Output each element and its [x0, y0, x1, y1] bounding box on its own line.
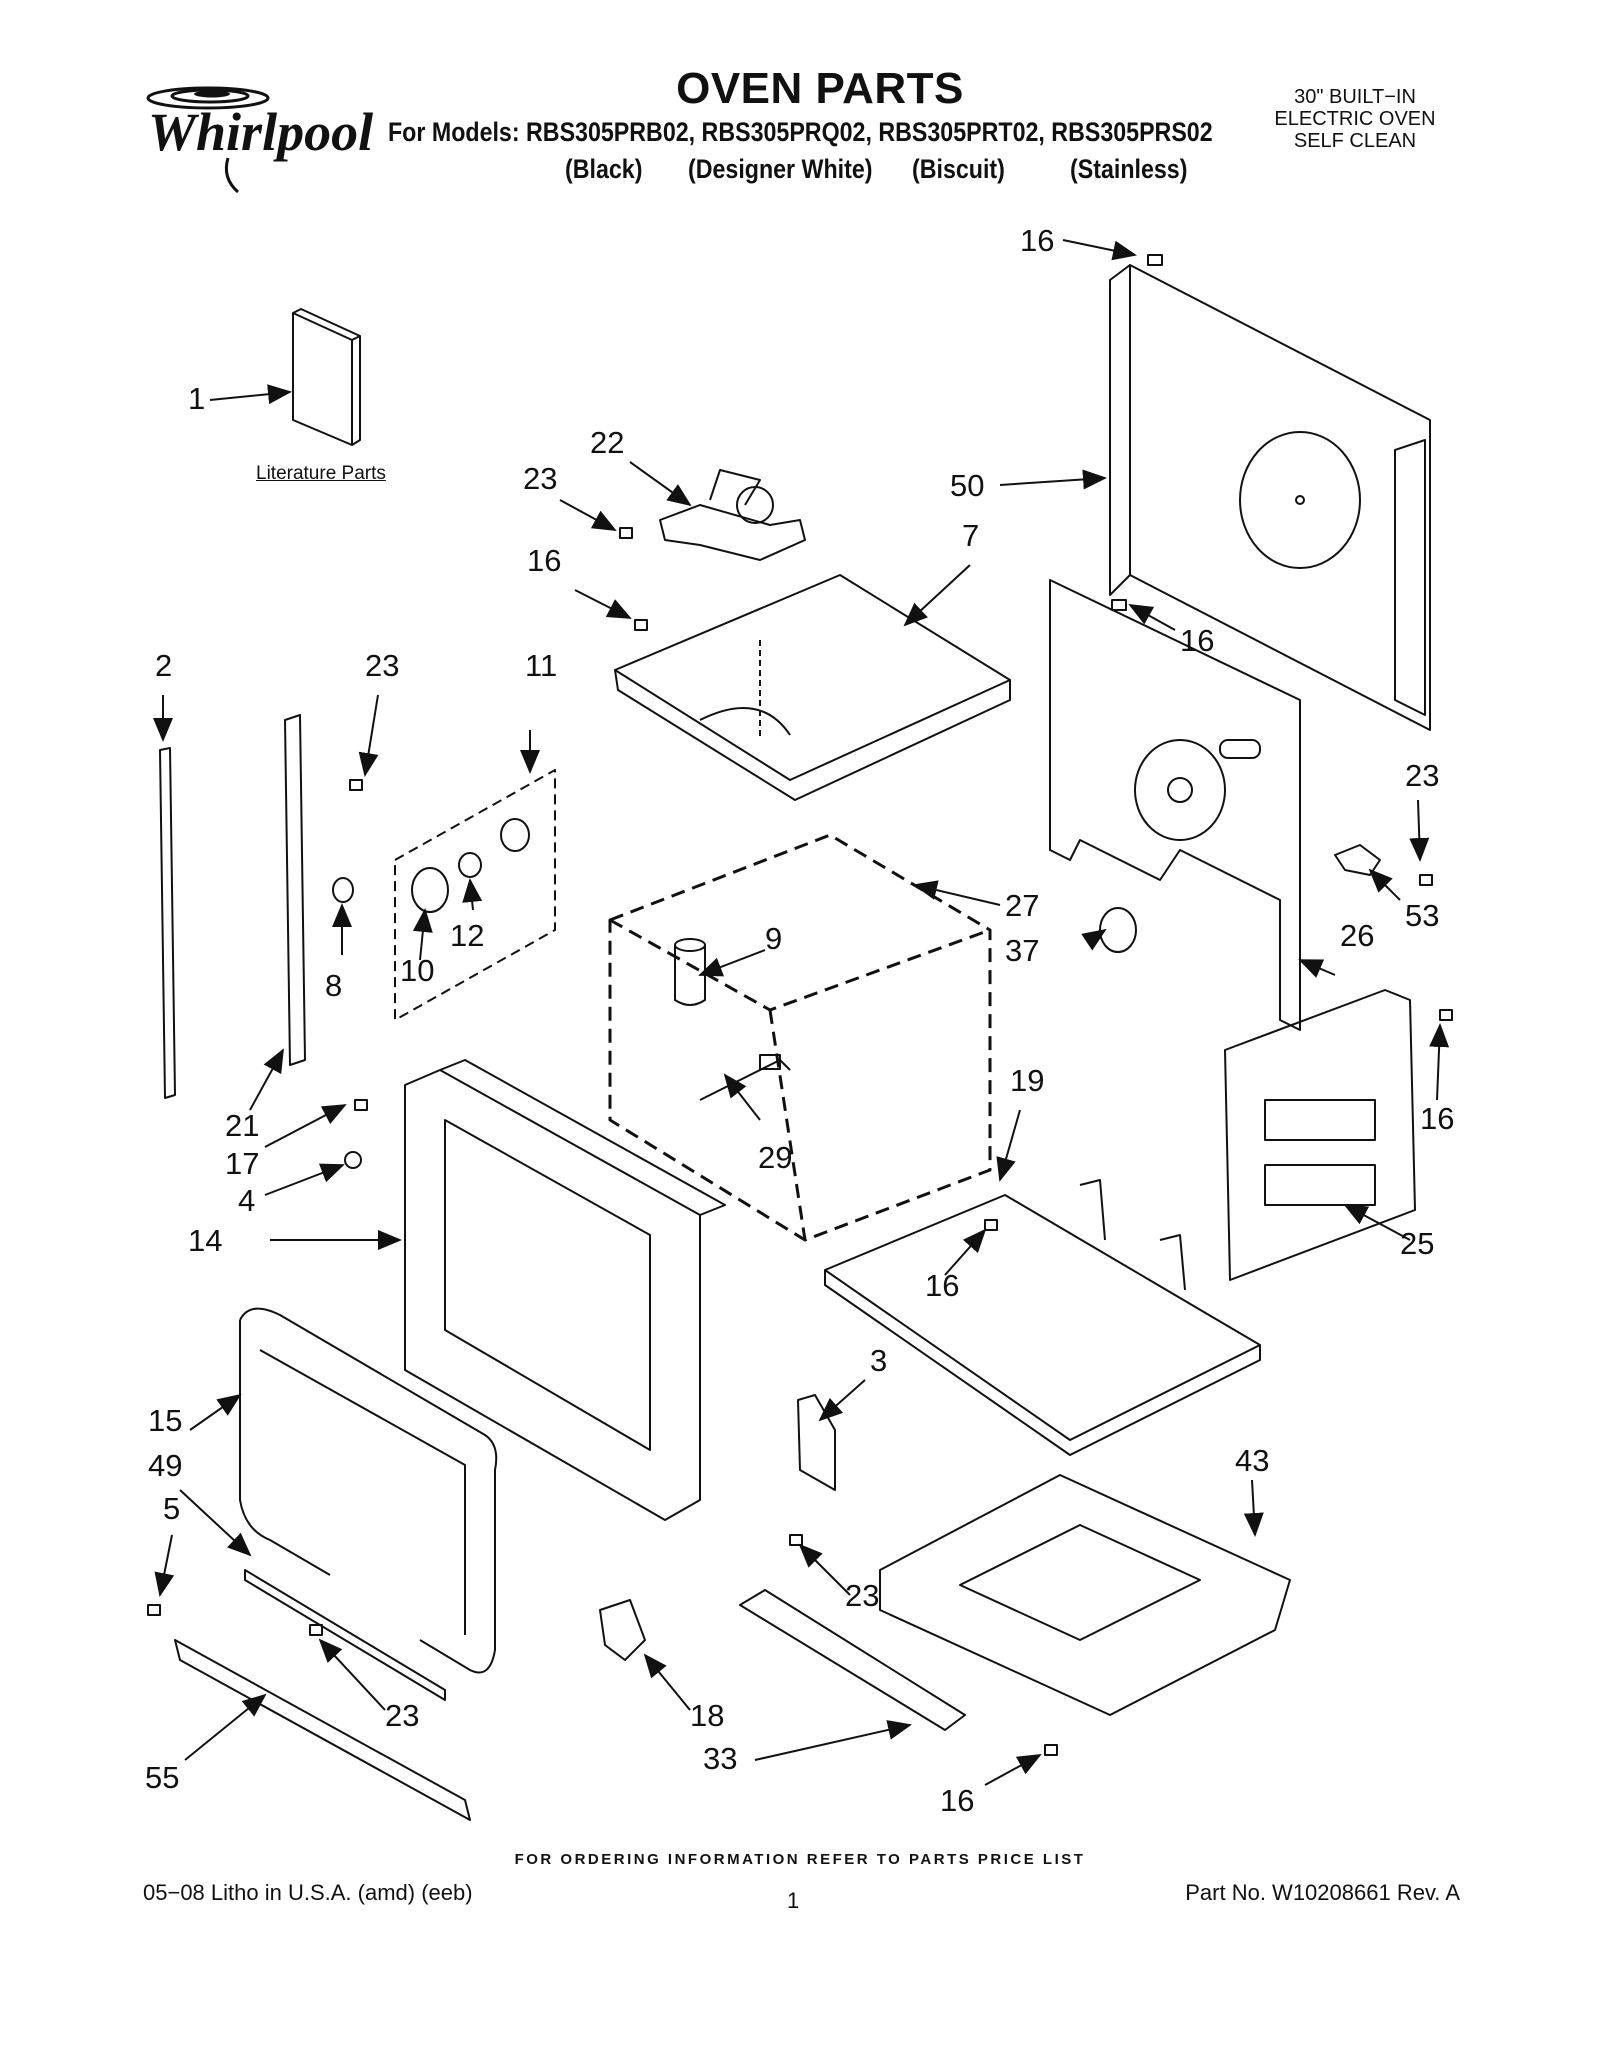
- callout-label: 15: [148, 1403, 183, 1438]
- callout-label: 16: [527, 543, 562, 578]
- callout-label: 27: [1005, 888, 1040, 923]
- callout-label: 8: [325, 968, 343, 1003]
- callout-label: 53: [1405, 898, 1440, 933]
- callout-label: 19: [1010, 1063, 1045, 1098]
- part-selector-knobs: [332, 818, 530, 913]
- part-side-trims: [159, 714, 306, 1099]
- part-toe-kick: [739, 1589, 966, 1731]
- variant-black: (Black): [565, 154, 643, 184]
- product-type-line: ELECTRIC OVEN: [1274, 108, 1436, 130]
- callout-label: 16: [925, 1268, 960, 1303]
- callout-label: 11: [525, 648, 558, 683]
- part-door-gasket: [239, 1307, 498, 1674]
- page-number: 1: [787, 1888, 800, 1913]
- svg-text:Whirlpool: Whirlpool: [148, 102, 373, 162]
- callout-label: 23: [845, 1578, 880, 1613]
- models-line: For Models: RBS305PRB02, RBS305PRQ02, RB…: [388, 117, 1213, 147]
- part-sensor-bracket: [1334, 844, 1381, 876]
- page-title: OVEN PARTS: [676, 64, 964, 113]
- literature-parts-label: Literature Parts: [256, 463, 386, 484]
- whirlpool-logo: Whirlpool: [146, 86, 373, 194]
- part-mount-bracket: [797, 1394, 836, 1491]
- screws: [147, 254, 1453, 1756]
- callout-label: 7: [962, 518, 980, 553]
- callout-label: 43: [1235, 1443, 1270, 1478]
- callout-label: 1: [188, 381, 206, 416]
- part-vent-trim: [174, 1569, 471, 1821]
- callout-label: 9: [765, 921, 783, 956]
- callout-label: 23: [1405, 758, 1440, 793]
- part-selector-assembly: [394, 769, 556, 1021]
- callout-label: 29: [758, 1140, 793, 1175]
- callout-label: 23: [385, 1698, 420, 1733]
- part-number: Part No. W10208661 Rev. A: [1185, 1880, 1460, 1905]
- callout-label: 49: [148, 1448, 183, 1483]
- callout-label: 5: [163, 1491, 181, 1526]
- variant-stainless: (Stainless): [1070, 154, 1188, 184]
- callout-label: 16: [940, 1783, 975, 1818]
- callout-label: 25: [1400, 1226, 1435, 1261]
- callout-label: 10: [400, 953, 435, 988]
- product-type-line: SELF CLEAN: [1293, 130, 1417, 152]
- litho-info: 05−08 Litho in U.S.A. (amd) (eeb): [143, 1880, 473, 1905]
- part-top-panel: [614, 574, 1011, 801]
- callout-label: 4: [238, 1183, 256, 1218]
- callout-label: 21: [225, 1108, 260, 1143]
- part-rear-frame: [1049, 579, 1301, 1031]
- ordering-note: FOR ORDERING INFORMATION REFER TO PARTS …: [514, 1851, 1086, 1868]
- variant-designer-white: (Designer White): [688, 154, 873, 184]
- part-bottom-pan: [879, 1474, 1291, 1716]
- leader-lines: [153, 239, 1450, 1786]
- callout-label: 50: [950, 468, 985, 503]
- callout-label: 2: [155, 648, 173, 683]
- callout-label: 16: [1180, 623, 1215, 658]
- part-literature: [292, 308, 361, 446]
- callout-label: 33: [703, 1741, 738, 1776]
- callout-label: 3: [870, 1343, 888, 1378]
- callout-label: 23: [523, 461, 558, 496]
- part-front-frame: [404, 1059, 726, 1521]
- callout-label: 22: [590, 425, 625, 460]
- callout-label: 12: [450, 918, 485, 953]
- part-clip: [599, 1599, 646, 1661]
- callout-label: 16: [1020, 223, 1055, 258]
- variant-biscuit: (Biscuit): [912, 154, 1005, 184]
- callout-label: 17: [225, 1146, 260, 1181]
- part-rear-panel: [1109, 264, 1431, 731]
- part-side-bracket: [1224, 989, 1416, 1281]
- part-insulation: [608, 833, 992, 1242]
- product-type: 30" BUILT−IN ELECTRIC OVEN SELF CLEAN: [1255, 86, 1455, 152]
- part-thermal-cutoff: [1099, 907, 1137, 953]
- callout-label: 55: [145, 1760, 180, 1795]
- part-control-bracket: [659, 469, 806, 561]
- callout-label: 14: [188, 1223, 223, 1258]
- callout-label: 18: [690, 1698, 725, 1733]
- callout-label: 23: [365, 648, 400, 683]
- callout-label: 16: [1420, 1101, 1455, 1136]
- callout-label: 26: [1340, 918, 1375, 953]
- callout-label: 37: [1005, 933, 1040, 968]
- product-type-line: 30" BUILT−IN: [1294, 86, 1416, 108]
- part-bottom-shield: [824, 1179, 1261, 1456]
